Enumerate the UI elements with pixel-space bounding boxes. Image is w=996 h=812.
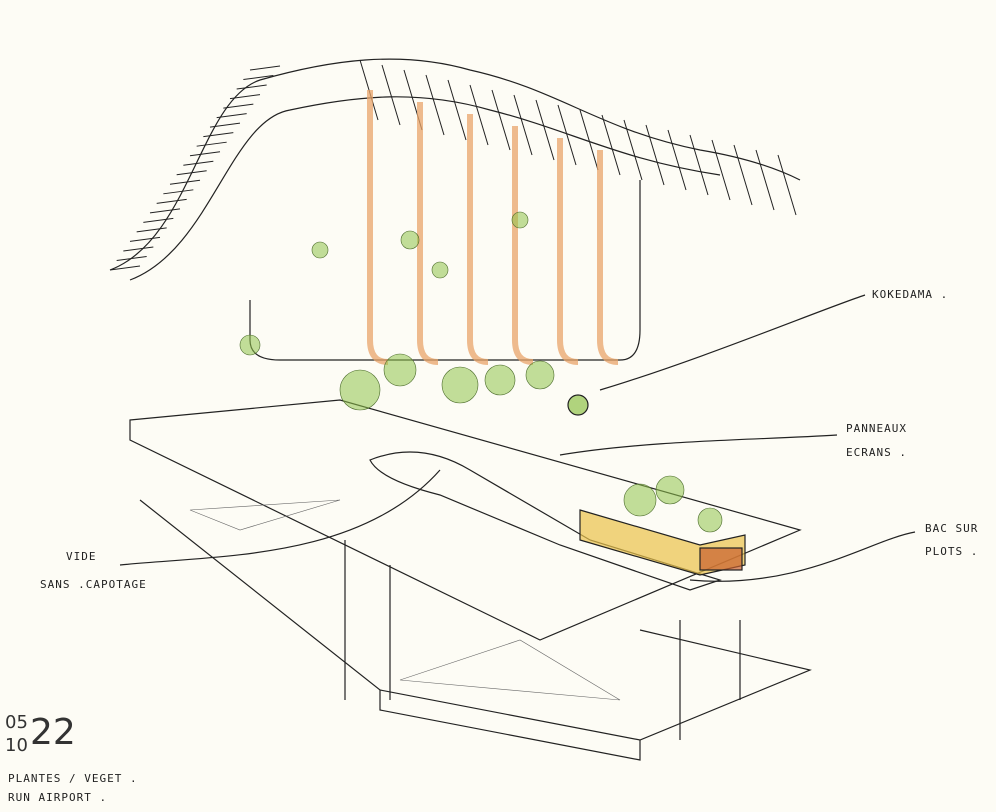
canopy-rib <box>711 139 731 201</box>
plant <box>484 364 516 396</box>
date-day: 05 <box>5 712 28 733</box>
label-bac-2: PLOTS . <box>925 545 979 558</box>
canopy-rib <box>623 119 643 181</box>
date-month: 10 <box>5 735 28 756</box>
canopy-rib <box>176 170 207 176</box>
void-opening <box>369 451 722 591</box>
canopy-rib <box>645 124 665 186</box>
plant <box>431 261 449 279</box>
project-label: RUN AIRPORT . <box>8 791 108 804</box>
canopy-rib <box>203 132 234 138</box>
canopy-rib <box>667 129 687 191</box>
timber-column <box>512 126 534 365</box>
timber-columns <box>367 90 619 365</box>
canopy-rib <box>491 89 511 151</box>
timber-column <box>597 150 619 365</box>
canopy-rib <box>236 84 267 90</box>
canopy-rib <box>123 246 154 252</box>
canopy-rib <box>601 114 621 176</box>
timber-column <box>467 114 489 365</box>
label-bac-1: BAC SUR <box>925 522 979 535</box>
lower-slab-edge <box>379 690 641 761</box>
canopy-rib <box>381 64 401 126</box>
label-vide-1: VIDE <box>66 550 97 563</box>
leader-kokedama <box>599 294 866 391</box>
canopy-rib <box>425 74 445 136</box>
lower-hatch <box>189 499 621 701</box>
plant <box>511 211 529 229</box>
canopy-rib <box>136 227 167 233</box>
canopy-rib <box>116 255 147 261</box>
timber-column <box>557 138 579 365</box>
plant <box>311 241 329 259</box>
canopy-rib <box>447 79 467 141</box>
canopy-rib <box>579 109 599 171</box>
plant <box>383 353 417 387</box>
canopy-rib <box>513 94 533 156</box>
canopy-rib <box>129 236 161 242</box>
plant <box>441 366 479 404</box>
subject-label: PLANTES / VEGET . <box>8 772 138 785</box>
canopy-rib <box>777 154 797 216</box>
canopy-rib <box>196 141 227 147</box>
canopy-rib <box>189 151 221 157</box>
canopy-rib <box>689 134 709 196</box>
label-kokedama: KOKEDAMA . <box>872 288 949 301</box>
lower-floor-slab <box>139 499 812 741</box>
plant <box>697 507 723 533</box>
canopy-rib <box>209 122 241 128</box>
canopy-rib <box>163 189 194 195</box>
canopy-rib <box>557 104 577 166</box>
kokedama-ball <box>567 394 589 416</box>
canopy-rib <box>469 84 489 146</box>
canopy-rib <box>249 65 281 71</box>
canopy-roof-curve <box>109 58 801 271</box>
planter-end <box>699 547 743 571</box>
canopy-rib <box>229 94 261 100</box>
canopy-ribs <box>109 59 797 271</box>
canopy-roof-curve-inner <box>129 96 721 281</box>
plant <box>239 334 261 356</box>
plant <box>339 369 381 411</box>
canopy-rib <box>143 217 174 223</box>
label-vide-2: SANS .CAPOTAGE <box>40 578 147 591</box>
plant <box>623 483 657 517</box>
timber-column <box>367 90 389 365</box>
canopy-rib <box>755 149 775 211</box>
plant <box>655 475 685 505</box>
canopy-rib <box>216 113 247 119</box>
canopy-rib <box>156 198 187 204</box>
leader-bac <box>689 531 916 582</box>
canopy-rib <box>183 160 214 166</box>
canopy-rib <box>223 103 254 109</box>
canopy-rib <box>243 75 274 81</box>
structural-walls <box>344 540 741 740</box>
plant <box>525 360 555 390</box>
canopy-rib <box>733 144 753 206</box>
plant <box>400 230 420 250</box>
canopy-rib <box>535 99 555 161</box>
canopy-rib <box>109 265 141 271</box>
leader-vide <box>119 469 441 566</box>
label-panneaux-2: ECRANS . <box>846 446 907 459</box>
leader-panneaux <box>559 434 838 456</box>
upper-floor-slab <box>129 399 802 641</box>
label-panneaux-1: PANNEAUX <box>846 422 907 435</box>
foliage <box>239 211 723 533</box>
date-year: 22 <box>30 712 76 753</box>
canopy-rib <box>149 208 181 214</box>
timber-column <box>417 102 439 365</box>
canopy-rib <box>169 179 201 185</box>
